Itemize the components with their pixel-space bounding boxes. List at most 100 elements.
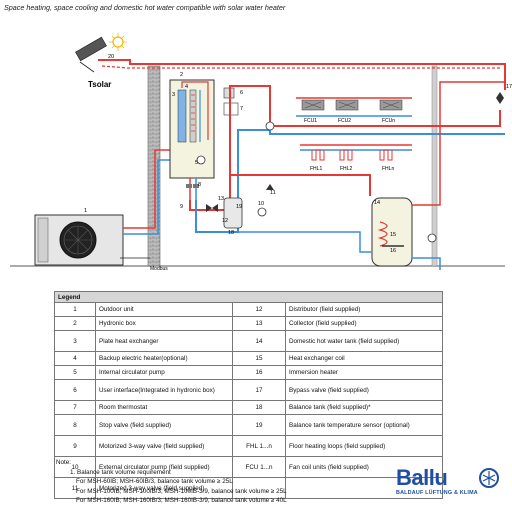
legend-cell-n2: FHL 1...n <box>232 435 286 457</box>
valve-11 <box>266 184 274 190</box>
legend-cell-n1: 3 <box>54 330 96 352</box>
component-number: 2 <box>180 72 183 78</box>
refrigerant-line-2 <box>123 159 172 235</box>
legend-cell-d2: Immersion heater <box>285 365 443 380</box>
legend-cell-d2: Balance tank temperature sensor (optiona… <box>285 414 443 436</box>
inner-wall <box>431 65 438 267</box>
fhl-label: FHL2 <box>340 166 352 172</box>
snowflake-icon <box>479 468 499 488</box>
brand-subtitle: BALDAUF LÜFTUNG & KLIMA <box>396 490 478 496</box>
solar-return-line <box>101 65 500 69</box>
component-number: 7 <box>240 106 243 112</box>
diagram-caption: Space heating, space cooling and domesti… <box>4 3 286 12</box>
dhw-cold-in <box>412 257 441 270</box>
legend-cell-d1: Plate heat exchanger <box>95 330 233 352</box>
legend-header: Legend <box>54 291 443 303</box>
building-wall <box>147 65 161 267</box>
fcu-row <box>296 97 412 117</box>
balance-tank <box>223 197 243 229</box>
fhl-label: FHLn <box>382 166 394 172</box>
outdoor-unit <box>34 214 124 266</box>
solar-collector <box>75 36 107 73</box>
legend-cell-n1: 6 <box>54 379 96 401</box>
component-number: 18 <box>228 230 234 236</box>
component-number: 8 <box>198 182 201 188</box>
legend-cell-n2: 16 <box>232 365 286 380</box>
legend-cell-d2: Floor heating loops (field supplied) <box>285 435 443 457</box>
legend-cell-n2: 15 <box>232 351 286 366</box>
refrigerant-line <box>123 149 172 229</box>
notes-line: For MSH-60IB; MSH-60IB/3, balance tank v… <box>76 478 233 485</box>
legend-cell-n1: 9 <box>54 435 96 457</box>
component-number: 19 <box>236 204 242 210</box>
dhw-tank <box>371 197 413 267</box>
component-number: 20 <box>108 54 114 60</box>
legend-cell-d1: Backup electric heater(optional) <box>95 351 233 366</box>
hydronic-box <box>169 79 215 200</box>
modbus-label: Modbus <box>150 266 168 272</box>
component-number: 10 <box>258 201 264 207</box>
legend-cell-d2: Distributor (field supplied) <box>285 302 443 317</box>
component-number: 4 <box>185 84 188 90</box>
fhl-row <box>300 144 412 161</box>
legend-cell-n2: 13 <box>232 316 286 331</box>
legend-cell-n1: 7 <box>54 400 96 415</box>
notes-line: For MSH-100IB; MSH-100IB/3; MSH-100IB-3/… <box>76 487 287 495</box>
valve-17 <box>496 92 504 104</box>
fhl-label: FHL1 <box>310 166 322 172</box>
legend-cell-n1: 8 <box>54 414 96 436</box>
legend-cell-d2: Bypass valve (field supplied) <box>285 379 443 401</box>
legend-cell-d1: User interface(Integrated in hydronic bo… <box>95 379 233 401</box>
notes: Note: 1. Balance tank volume requirement… <box>56 458 287 506</box>
dhw-hot-out <box>412 81 505 206</box>
legend-cell-n1: 4 <box>54 351 96 366</box>
legend-cell-d2 <box>285 477 443 499</box>
legend-cell-d1: Internal circulator pump <box>95 365 233 380</box>
sun-icon <box>109 33 127 51</box>
legend-cell-d1: Outdoor unit <box>95 302 233 317</box>
component-number: 6 <box>240 90 243 96</box>
component-number: 14 <box>374 200 380 206</box>
component-number: 12 <box>222 218 228 224</box>
component-number: 9 <box>180 204 183 210</box>
component-number: 11 <box>270 190 276 196</box>
notes-title: Note: <box>56 459 72 466</box>
legend-cell-d2: Collector (field supplied) <box>285 316 443 331</box>
legend-cell-d1: Hydronic box <box>95 316 233 331</box>
legend-cell-n1: 2 <box>54 316 96 331</box>
component-number: 17 <box>506 84 512 90</box>
legend-cell-n2: 12 <box>232 302 286 317</box>
legend-cell-n1: 1 <box>54 302 96 317</box>
legend-cell-d1: Motorized 3-way valve (field supplied) <box>95 435 233 457</box>
notes-item: 1. Balance tank volume requirement <box>70 468 171 476</box>
solar-hot-line <box>98 59 506 90</box>
notes-line: For MSH-160IB; MSH-160IB/3; MSH-160IB-3/… <box>76 497 287 504</box>
legend-cell-n1: 5 <box>54 365 96 380</box>
pump-10-c <box>427 233 437 243</box>
legend-cell-d1: Stop valve (field supplied) <box>95 414 233 436</box>
tsolar-label: Tsolar <box>88 80 111 89</box>
component-number: 15 <box>390 232 396 238</box>
fcu-label: FCU1 <box>304 118 317 124</box>
component-number: 1 <box>84 208 87 214</box>
legend-cell-d2: Domestic hot water tank (field supplied) <box>285 330 443 352</box>
legend-cell-n2: 17 <box>232 379 286 401</box>
legend-cell-n2: 14 <box>232 330 286 352</box>
legend-cell-d2: Heat exchanger coil <box>285 351 443 366</box>
component-number: 3 <box>172 92 175 98</box>
fcu-label: FCU2 <box>338 118 351 124</box>
legend-cell-d1: Room thermostat <box>95 400 233 415</box>
pump-10-a <box>257 207 267 217</box>
